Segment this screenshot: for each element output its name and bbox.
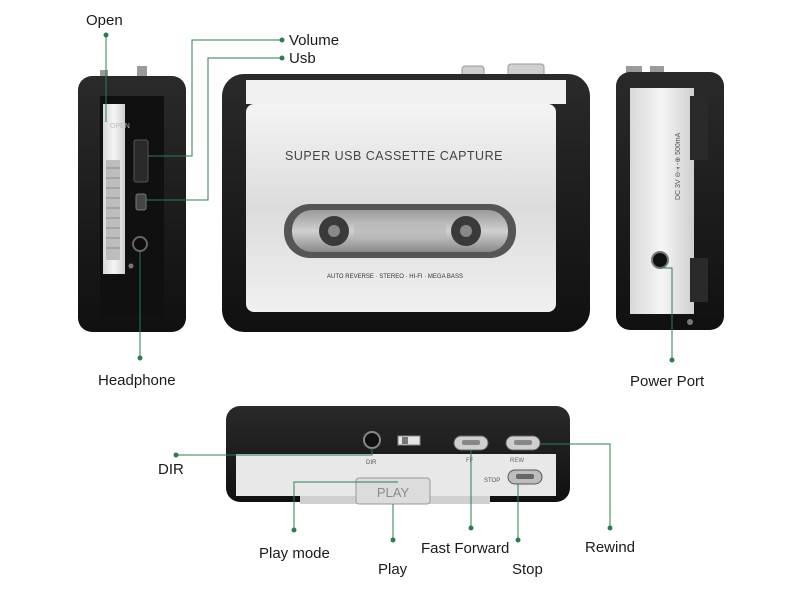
top-view: DIR FF REW STOP PLAY xyxy=(226,406,570,505)
rew-text: REW xyxy=(510,458,524,464)
callout-usb: Usb xyxy=(289,50,316,67)
callout-stop: Stop xyxy=(512,561,543,578)
callout-play-mode: Play mode xyxy=(259,545,330,562)
left-side-view: OPEN xyxy=(78,66,186,332)
leader-lines xyxy=(105,35,673,540)
callout-dir: DIR xyxy=(158,461,184,478)
volume-wheel[interactable] xyxy=(133,139,149,183)
callout-open: Open xyxy=(86,12,123,29)
front-label: SUPER USB CASSETTE CAPTURE xyxy=(285,149,503,163)
front-features: AUTO REVERSE · STEREO · HI-FI · MEGA BAS… xyxy=(327,274,463,280)
callout-headphone: Headphone xyxy=(98,372,176,389)
play-button-text: PLAY xyxy=(377,485,410,500)
callout-rewind: Rewind xyxy=(585,539,636,556)
power-rating-text: DC 3V ⊖-◐-⊕ 500mA xyxy=(675,132,682,200)
right-side-view: DC 3V ⊖-◐-⊕ 500mA xyxy=(616,66,724,330)
usb-port[interactable] xyxy=(135,193,147,211)
callout-fast-forward: Fast Forward xyxy=(421,540,510,557)
callout-power-port: Power Port xyxy=(630,373,705,390)
open-side-text: OPEN xyxy=(110,123,130,130)
ff-text: FF xyxy=(466,458,474,464)
grip-ridges xyxy=(106,167,120,249)
stop-text: STOP xyxy=(484,478,500,484)
power-port[interactable] xyxy=(651,251,669,269)
dir-switch-text: DIR xyxy=(366,460,377,466)
headphone-jack[interactable] xyxy=(132,236,148,252)
callout-play: Play xyxy=(378,561,408,578)
front-view: SUPER USB CASSETTE CAPTURE AUTO REVERSE … xyxy=(222,63,590,332)
leader-dots xyxy=(103,32,675,543)
play-mode-switch[interactable] xyxy=(397,435,421,446)
callout-volume: Volume xyxy=(289,32,340,49)
